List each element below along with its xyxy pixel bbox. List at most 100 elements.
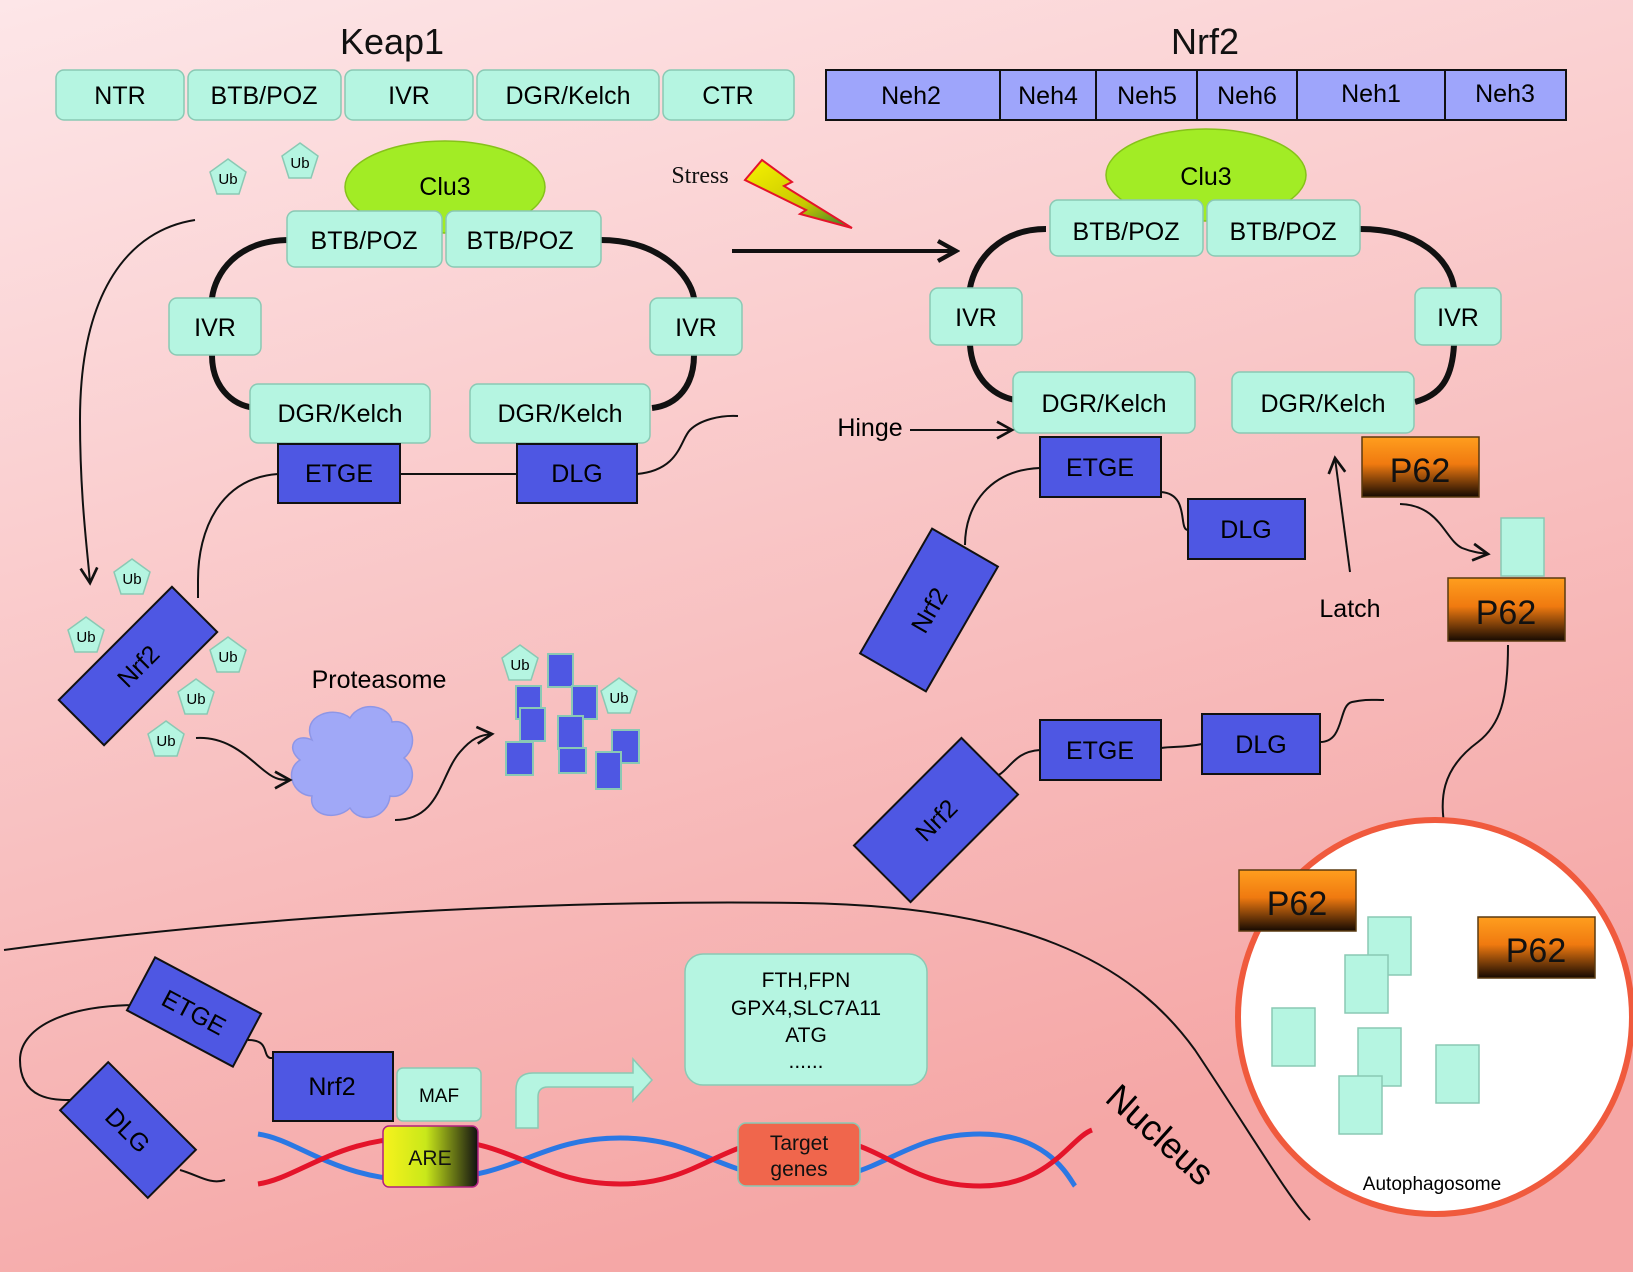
- ub-8-label: Ub: [510, 657, 529, 674]
- cargo-2: [1344, 954, 1389, 1014]
- autophagosome-label: Autophagosome: [1363, 1174, 1501, 1195]
- clu3-right: [1105, 128, 1307, 222]
- etge-left-label: ETGE: [305, 460, 373, 488]
- autophagosome: P62 P62 Autophagosome: [1235, 817, 1633, 1217]
- btb-left-b-label: BTB/POZ: [467, 227, 574, 255]
- dlg-free-label: DLG: [1235, 731, 1286, 759]
- p62-box-4: [1477, 916, 1596, 979]
- gene-list-item-1: FTH,FPN: [762, 969, 851, 992]
- fragment-9: [595, 751, 622, 790]
- p62-box-1: [1361, 436, 1480, 498]
- nrf2-domain-neh6: Neh6: [1217, 82, 1277, 110]
- dlg-right-label: DLG: [1220, 516, 1271, 544]
- etge-nucleus: ETGE: [125, 955, 263, 1069]
- keap1-domain-dgr-box: [476, 69, 660, 121]
- keap1-domain-ctr: CTR: [702, 82, 753, 110]
- ub-3: Ub: [113, 558, 151, 595]
- ub-4-label: Ub: [76, 629, 95, 646]
- dlg-right: [1187, 498, 1306, 560]
- gene-list-item-3: ATG: [785, 1024, 827, 1047]
- ub-2: Ub: [281, 142, 319, 179]
- fragment-6: [505, 741, 534, 776]
- ub-9: Ub: [600, 677, 638, 714]
- keap1-domain-ntr-box: [55, 69, 185, 121]
- keap1-title: Keap1: [340, 21, 444, 62]
- latch-label: Latch: [1319, 595, 1380, 623]
- nrf2-nucleus-label: Nrf2: [308, 1073, 355, 1101]
- target-genes-label-2: genes: [770, 1158, 827, 1181]
- fragment-3: [571, 685, 598, 720]
- btb-right-a: [1049, 199, 1204, 257]
- ub-3-label: Ub: [122, 571, 141, 588]
- btb-right-a-label: BTB/POZ: [1073, 218, 1180, 246]
- btb-right-b-label: BTB/POZ: [1230, 218, 1337, 246]
- keap1-domain-btb-box: [187, 69, 342, 121]
- btb-right-b: [1206, 199, 1361, 257]
- btb-left-b: [445, 210, 602, 268]
- nrf2-domain-neh2: Neh2: [881, 82, 941, 110]
- dgr-right-b-label: DGR/Kelch: [1260, 390, 1385, 418]
- are-element: [382, 1125, 479, 1188]
- etge-right: [1039, 436, 1162, 498]
- ivr-left-b: [649, 297, 743, 356]
- etge-free: [1039, 719, 1162, 781]
- nrf2-nucleus: [272, 1051, 394, 1122]
- cargo-square: [1500, 517, 1545, 577]
- ubiquitination-arrow: [78, 219, 196, 586]
- ub-7-label: Ub: [156, 733, 175, 750]
- p62-box-4-label: P62: [1506, 932, 1567, 970]
- hinge-label: Hinge: [837, 414, 902, 442]
- dgr-left-b-label: DGR/Kelch: [497, 400, 622, 428]
- nrf2-domain-neh5: Neh5: [1117, 82, 1177, 110]
- p62-box-3-label: P62: [1267, 885, 1328, 923]
- p62-box-3: [1238, 869, 1357, 932]
- transcription-arrow-icon: [515, 1057, 654, 1129]
- maf-label: MAF: [419, 1086, 459, 1107]
- dgr-right-a: [1012, 371, 1196, 434]
- dgr-right-a-label: DGR/Kelch: [1041, 390, 1166, 418]
- fragment-1: [547, 653, 574, 688]
- ivr-right-a: [929, 287, 1023, 346]
- keap1-domain-dgr: DGR/Kelch: [505, 82, 630, 110]
- gene-list-item-2: GPX4,SLC7A11: [731, 997, 881, 1020]
- ubiquitin-group: Ub Ub Ub Ub Ub Ub Ub Ub: [67, 142, 638, 757]
- ub-9-label: Ub: [609, 690, 628, 707]
- keap1-domain-bar: NTR BTB/POZ IVR DGR/Kelch CTR: [55, 69, 795, 121]
- ub-1: Ub: [209, 158, 247, 195]
- p62-flow: P62 P62: [1361, 436, 1566, 839]
- target-genes-label-1: Target: [770, 1132, 829, 1155]
- are-label: ARE: [408, 1147, 451, 1170]
- dna-helix: ARE Target genes: [257, 1122, 1094, 1189]
- nrf2-domain-neh4: Neh4: [1018, 82, 1078, 110]
- keap1-domain-ivr-box: [344, 69, 474, 121]
- right-keap1-complex: Clu3 BTB/POZ BTB/POZ IVR IVR DGR/Kelch D…: [837, 128, 1502, 693]
- nucleus-nrf2: ETGE DLG Nrf2 MAF: [18, 955, 482, 1200]
- clu3-left-label: Clu3: [419, 173, 470, 201]
- to-proteasome-arrow: [195, 736, 293, 790]
- cargo-6: [1435, 1044, 1480, 1104]
- ub-1-label: Ub: [218, 171, 237, 188]
- target-genes-box: [737, 1122, 861, 1187]
- degradation-arrow: [394, 725, 495, 821]
- etge-free-label: ETGE: [1066, 737, 1134, 765]
- cargo-3: [1271, 1007, 1316, 1067]
- dlg-free: [1201, 713, 1321, 775]
- nrf2-domain-bar: Neh2 Neh4 Neh5 Neh6 Neh1 Neh3: [825, 69, 1567, 121]
- p62-box-2: [1447, 577, 1566, 642]
- gene-list-box: [684, 953, 928, 1086]
- btb-left-a-label: BTB/POZ: [311, 227, 418, 255]
- ivr-left-b-label: IVR: [675, 314, 717, 342]
- dlg-left: [516, 443, 638, 504]
- maf-box: [396, 1067, 482, 1122]
- fragment-5: [557, 715, 584, 750]
- p62-box-1-label: P62: [1390, 452, 1451, 490]
- ub-7: Ub: [147, 720, 185, 757]
- ub-8: Ub: [501, 644, 539, 681]
- ivr-right-a-label: IVR: [955, 304, 997, 332]
- keap1-domain-ctr-box: [662, 69, 795, 121]
- nrf2-left: Nrf2: [57, 585, 219, 747]
- ivr-right-b-label: IVR: [1437, 304, 1479, 332]
- keap1-domain-ivr: IVR: [388, 82, 430, 110]
- ivr-left-a-label: IVR: [194, 314, 236, 342]
- ub-2-label: Ub: [290, 155, 309, 172]
